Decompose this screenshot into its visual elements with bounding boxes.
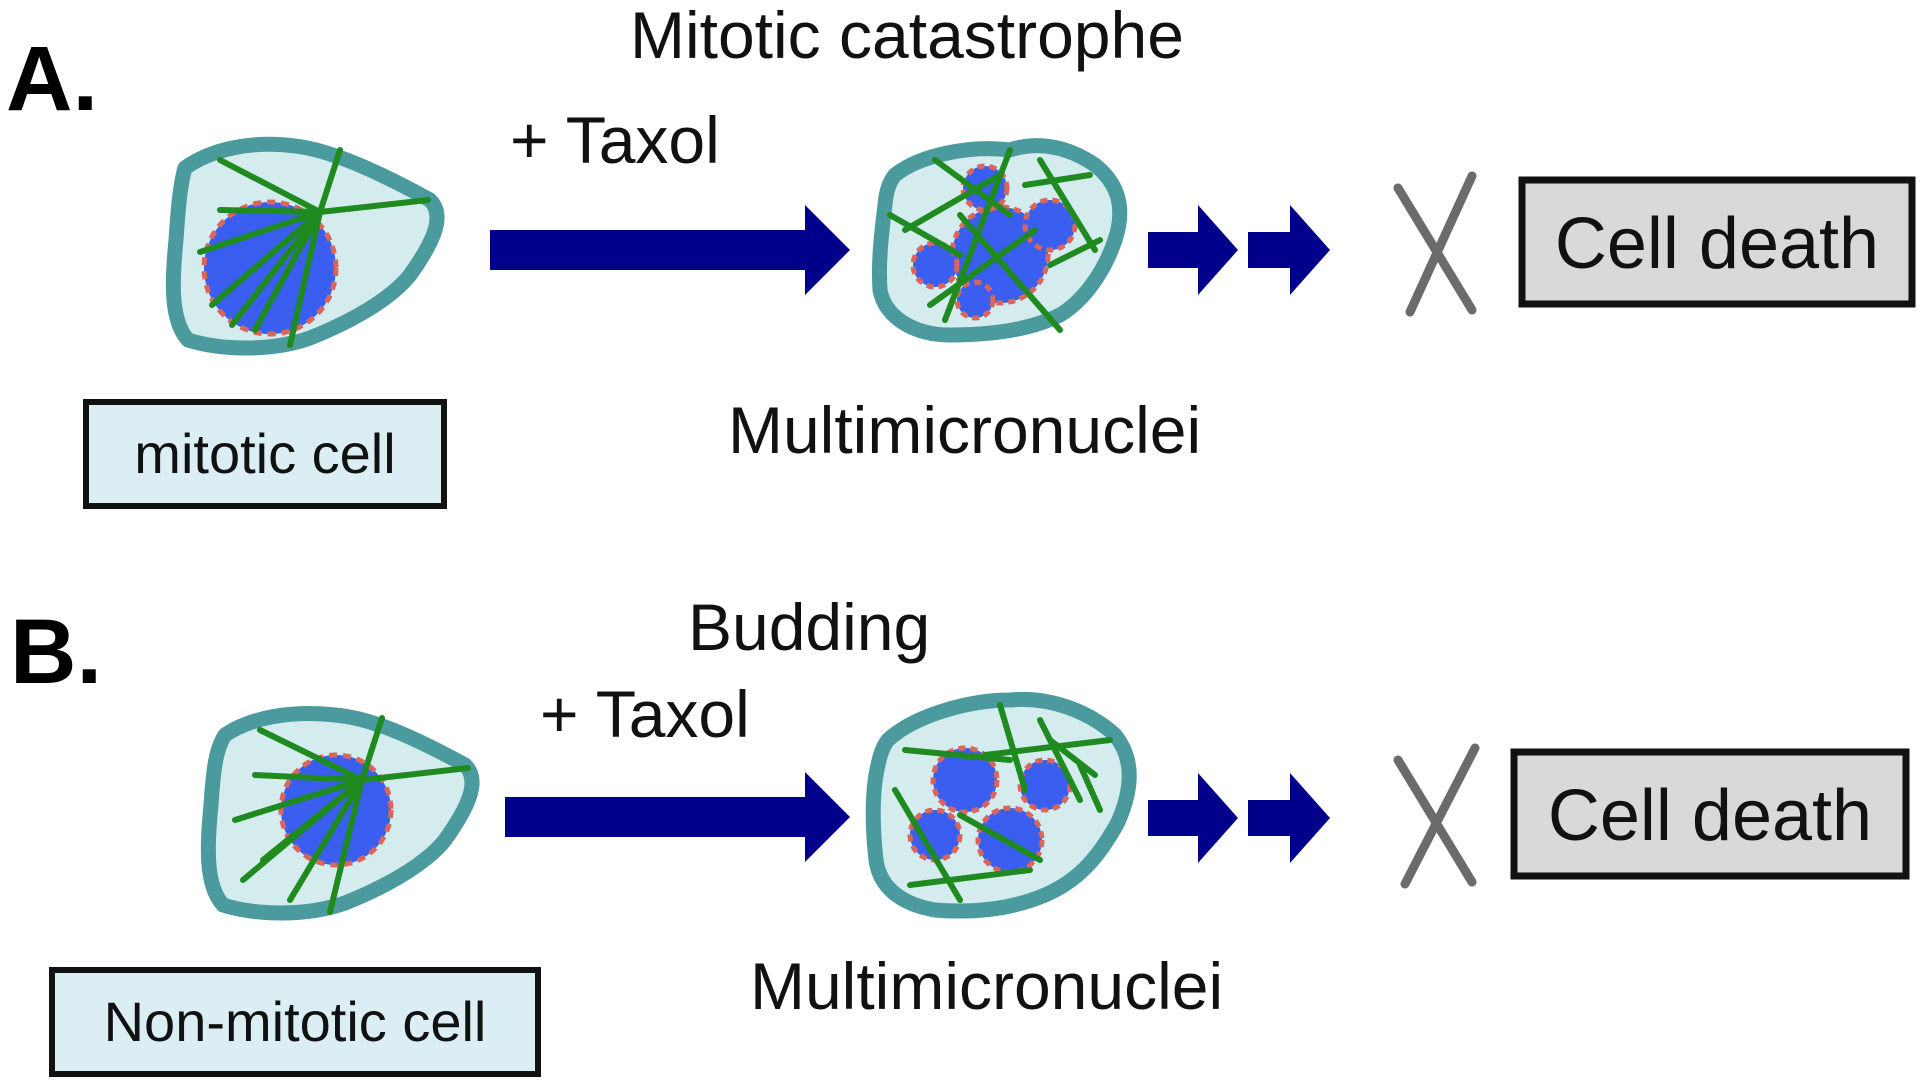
panel-b-cell-type-box [49, 967, 541, 1077]
panel-b: B. Budding + Taxol [10, 590, 1910, 1077]
panel-a-cell-type-box [83, 399, 447, 509]
panel-a-long-arrow [490, 205, 850, 295]
panel-b-process-label: Budding [688, 590, 930, 664]
panel-b-cross-icon [1393, 743, 1480, 889]
panel-b-treatment-label: + Taxol [540, 677, 750, 751]
panel-a-label: A. [6, 28, 98, 130]
panel-a-multinucleated-cell [871, 138, 1128, 343]
panel-b-multinucleated-cell [865, 691, 1137, 919]
panel-a-treatment-label: + Taxol [510, 103, 720, 177]
microtubules [197, 147, 431, 348]
panel-b-result-label: Multimicronuclei [750, 949, 1223, 1023]
microtubules [232, 715, 471, 915]
panel-b-small-arrow-2 [1248, 773, 1330, 863]
panel-b-non-mitotic-cell [200, 706, 480, 921]
panel-b-small-arrow-1 [1148, 773, 1238, 863]
panel-b-label: B. [10, 601, 102, 703]
microtubules [887, 147, 1103, 333]
panel-a-small-arrow-1 [1148, 205, 1238, 295]
panel-a-cross-icon [1393, 171, 1477, 317]
microtubules [892, 702, 1113, 903]
cell-membrane [865, 691, 1137, 919]
panel-b-outcome-label: Cell death [1548, 776, 1872, 856]
panel-a-process-label: Mitotic catastrophe [630, 0, 1184, 72]
nucleus [278, 752, 394, 868]
panel-a-result-label: Multimicronuclei [728, 393, 1201, 467]
panel-b-cell-type-label: Non-mitotic cell [104, 990, 487, 1053]
panel-a-outcome-label: Cell death [1555, 204, 1879, 284]
panel-a-outcome-box [1518, 176, 1916, 308]
panel-a-cell-type-label: mitotic cell [134, 422, 395, 485]
panel-a-small-arrow-2 [1248, 205, 1330, 295]
panel-a: A. Mitotic catastrophe + Taxol [6, 0, 1916, 509]
panel-b-long-arrow [505, 772, 850, 862]
panel-a-mitotic-cell [165, 136, 445, 356]
panel-b-outcome-box [1510, 748, 1910, 880]
